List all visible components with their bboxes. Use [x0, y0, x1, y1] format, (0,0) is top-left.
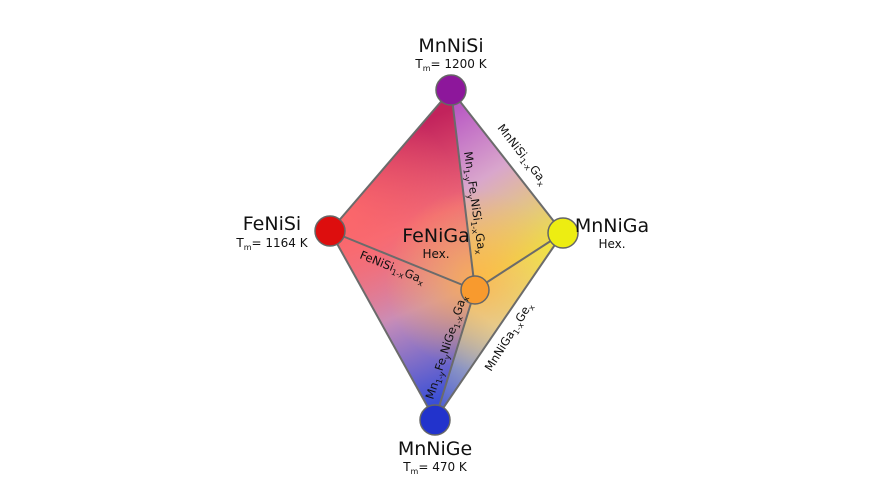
node-mnniga — [547, 217, 579, 249]
label-fenisi: FeNiSi — [243, 213, 301, 235]
edge-label-top-center: Mn1-yFeyNiSi1-xGax — [459, 150, 489, 255]
tm-mnnisi: Tm= 1200 K — [414, 57, 487, 73]
label-mnnisi: MnNiSi — [418, 35, 483, 57]
label-mnniga: MnNiGa — [575, 215, 649, 237]
label-feniga: FeNiGa — [402, 225, 469, 247]
node-mnnige — [419, 404, 451, 436]
inner-edges — [329, 89, 564, 421]
node-fenisi — [314, 215, 346, 247]
face-center-glow — [330, 90, 563, 420]
label-mnnige: MnNiGe — [398, 438, 472, 460]
tm-fenisi: Tm= 1164 K — [235, 236, 308, 252]
note-feniga: Hex. — [422, 247, 449, 261]
tm-mnnige: Tm= 470 K — [402, 460, 468, 476]
node-mnnisi — [435, 74, 467, 106]
node-feniga — [460, 275, 490, 305]
note-mnniga: Hex. — [598, 237, 625, 251]
outer-edges — [329, 89, 564, 421]
